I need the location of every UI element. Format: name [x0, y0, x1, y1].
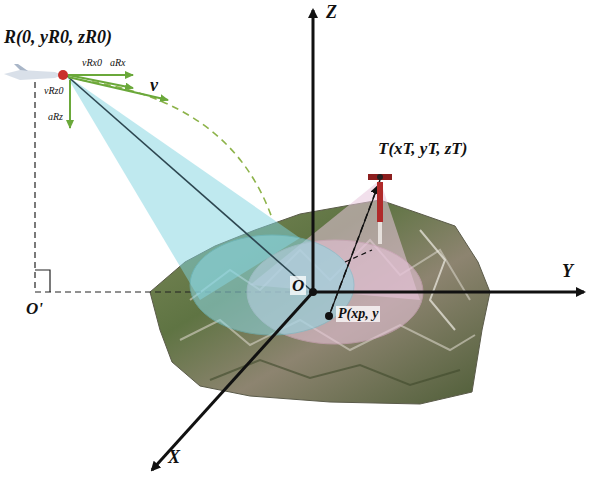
- axis-label: X: [168, 448, 180, 466]
- point-label: T(xT, yT, zT): [378, 140, 467, 157]
- point-label: O: [290, 276, 306, 295]
- acceleration-label: aRx: [110, 58, 126, 68]
- velocity-label: vRx0: [82, 58, 102, 68]
- acceleration-label: aRz: [48, 112, 63, 122]
- velocity-label: v: [150, 76, 158, 94]
- axis-label: Z: [326, 3, 337, 21]
- point-label: P(xp, y: [336, 306, 380, 322]
- point-label: R(0, yR0, zR0): [4, 28, 112, 46]
- point-label: O': [26, 300, 43, 317]
- velocity-label: vRz0: [44, 86, 63, 96]
- axis-label: Y: [562, 262, 573, 280]
